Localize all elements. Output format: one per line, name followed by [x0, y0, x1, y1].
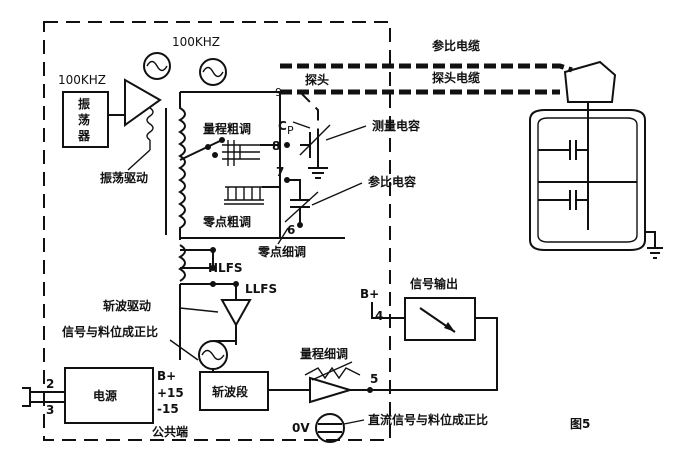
osc-freq-left: 100KHZ	[58, 73, 106, 87]
chopper-drive-amplifier	[220, 299, 252, 328]
range-fine-resistor	[304, 366, 361, 380]
figure-number: 图5	[570, 417, 590, 431]
dc-output-wire	[370, 317, 498, 391]
signal-out-label: 信号输出	[410, 276, 458, 291]
signal-output-meter	[404, 297, 476, 341]
cp-label: C	[278, 119, 287, 133]
zero-fine-label: 零点细调	[257, 244, 306, 259]
sine-wave-right	[202, 66, 224, 78]
psu-plus15: +15	[157, 386, 184, 400]
pin-3: 3	[46, 403, 54, 417]
electronics-enclosure	[43, 21, 391, 441]
tank-cap-lower	[538, 190, 588, 210]
psu-common: 公共端	[152, 424, 188, 439]
pin-4: 4	[375, 309, 383, 323]
dc-signal-label: 直流信号与料位成正比	[368, 412, 488, 427]
probe-ground	[308, 158, 328, 179]
measure-cap-adjust-arrow	[299, 124, 331, 156]
pin-2: 2	[46, 377, 54, 391]
bplus-to-meter-wire	[371, 302, 405, 319]
zero-fine-pointer	[277, 227, 289, 245]
cp-subscript: P	[287, 124, 294, 137]
power-plug	[22, 387, 40, 407]
psu-minus15: -15	[157, 402, 179, 416]
psu-bplus: B+	[157, 369, 176, 383]
range-switch-contact-1	[205, 144, 211, 150]
osc-drive-pointer	[127, 140, 151, 171]
signal-prop-pointer	[169, 339, 199, 361]
ref-cap-pointer	[311, 182, 363, 206]
ov-label: 0V	[292, 421, 310, 435]
ov-symbol	[315, 413, 345, 443]
oscillator-box	[62, 91, 109, 148]
bplus-top-label: B+	[360, 287, 379, 301]
tank-inner	[537, 117, 638, 243]
chopper-stage-label: 斩波段	[212, 384, 249, 399]
oscillator-label-2: 荡	[78, 112, 90, 127]
tank-outer	[529, 109, 646, 251]
chopper-drive-label: 斩波驱动	[103, 298, 151, 313]
zero-fine-adjust-arrow	[284, 191, 319, 223]
tank-ground	[645, 231, 663, 259]
ov-symbol-lines	[318, 423, 342, 433]
measure-cap-pointer	[325, 125, 367, 141]
hlfs-switch	[180, 249, 214, 269]
transformer-secondary-upper	[178, 92, 186, 240]
pin-6-dot	[297, 222, 303, 228]
power-supply-box	[64, 367, 154, 424]
osc-drive-label: 振荡驱动	[100, 170, 148, 185]
pin-6: 6	[287, 223, 295, 237]
meter-needle-head	[444, 322, 455, 332]
ref-cap-label: 参比电容	[368, 174, 416, 189]
llfs-label: LLFS	[245, 282, 277, 296]
sine-source-left	[143, 52, 171, 80]
ref-cable-label: 参比电缆	[432, 38, 480, 53]
sine-wave-left	[146, 60, 168, 72]
pin-8: 8	[272, 139, 280, 153]
cp-pointer	[292, 121, 311, 129]
osc-drive-amplifier	[124, 78, 162, 127]
probe-head	[563, 60, 617, 103]
pin-8-dot	[284, 142, 290, 148]
oscillator-label-1: 振	[78, 96, 90, 111]
range-switch-contact-2	[219, 137, 225, 143]
range-coarse-label: 量程粗调	[203, 121, 251, 136]
pin-7: 7	[276, 165, 284, 179]
reference-cable	[280, 63, 573, 73]
range-fine-adjust-arrow	[311, 361, 353, 381]
modulator-sine-wave	[201, 349, 225, 361]
signal-prop-label: 信号与料位成正比	[62, 324, 158, 339]
hlfs-label: HLFS	[208, 261, 243, 275]
dc-signal-pointer	[343, 419, 365, 425]
oscillator-label-3: 器	[77, 129, 91, 143]
pin-9: 9	[275, 86, 282, 99]
probe-dashed-path	[299, 91, 319, 170]
chopper-drive-pointer	[179, 307, 219, 313]
osc-freq-top: 100KHZ	[172, 35, 220, 49]
tank-cap-upper	[538, 140, 588, 160]
sine-source-right	[199, 58, 227, 86]
range-fine-label: 量程细调	[300, 346, 348, 361]
osc-feedback-coil	[146, 107, 154, 141]
reference-capacitor	[287, 179, 310, 225]
zero-coarse-capacitor-bank	[224, 186, 264, 205]
pin-5: 5	[370, 372, 378, 386]
power-label: 电源	[93, 388, 117, 403]
probe-cable-label: 探头电缆	[432, 70, 480, 85]
range-capacitor-bank	[222, 140, 260, 166]
measure-cap-label: 测量电容	[372, 118, 420, 133]
range-fine-amplifier	[309, 376, 354, 404]
measure-capacitor	[300, 132, 319, 158]
range-coarse-switch-arm	[179, 139, 223, 161]
range-switch-contact-3	[212, 152, 218, 158]
zero-coarse-label: 零点粗调	[202, 214, 251, 229]
probe-label: 探头	[305, 72, 329, 87]
power-input-wires	[40, 391, 65, 403]
